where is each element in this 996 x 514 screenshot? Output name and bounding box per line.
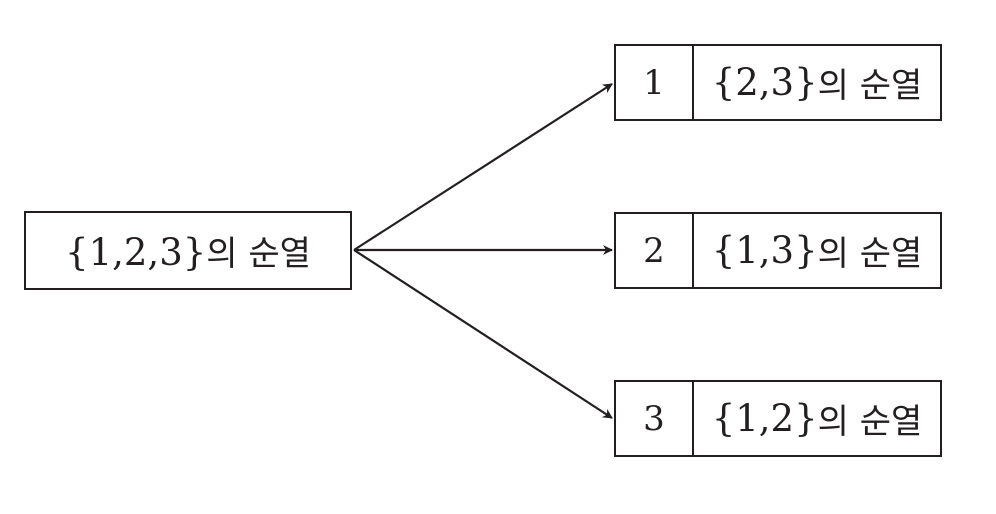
child-box-1: 1 {2,3}의 순열 [614, 44, 942, 121]
child-2-word: 의 순열 [817, 234, 923, 274]
child-1-set: {2,3} [711, 61, 818, 104]
child-box-2: 2 {1,3}의 순열 [614, 212, 942, 289]
root-box: {1,2,3}의 순열 [24, 211, 352, 290]
root-set: {1,2,3} [65, 231, 207, 274]
child-2-set: {1,3} [711, 229, 818, 272]
child-1-number: 1 [616, 46, 694, 119]
arrow-to-child-1 [353, 83, 613, 251]
child-1-label: {2,3}의 순열 [694, 46, 940, 119]
child-2-label: {1,3}의 순열 [694, 214, 940, 287]
child-2-number: 2 [616, 214, 694, 287]
root-word: 의 순열 [206, 234, 311, 274]
child-3-number: 3 [616, 382, 694, 455]
child-1-word: 의 순열 [817, 66, 923, 106]
child-box-3: 3 {1,2}의 순열 [614, 380, 942, 457]
root-label: {1,2,3}의 순열 [65, 226, 311, 275]
arrow-to-child-3 [353, 249, 613, 419]
child-3-word: 의 순열 [817, 402, 923, 442]
child-3-label: {1,2}의 순열 [694, 382, 940, 455]
child-3-set: {1,2} [711, 397, 818, 440]
